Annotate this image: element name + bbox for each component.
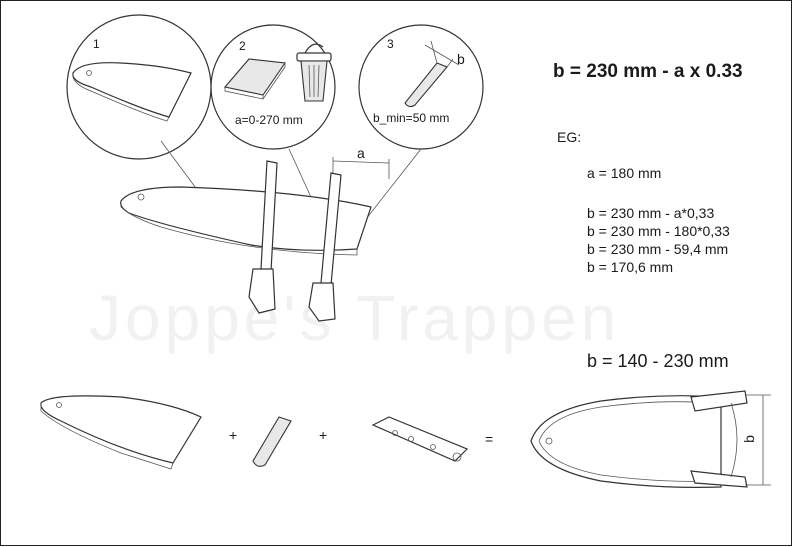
- example-heading: EG:: [557, 129, 582, 145]
- formula: b = 230 mm - a x 0.33: [553, 61, 743, 82]
- equals-sign: =: [485, 431, 494, 447]
- callout-2-number: 2: [239, 39, 246, 53]
- callout-1-number: 1: [93, 37, 100, 51]
- example-step: b = 230 mm - 180*0,33: [587, 223, 730, 239]
- dimension-a-label: a: [357, 145, 365, 161]
- assembly-tread: [40, 395, 202, 470]
- watermark: Joppe's Trappen: [89, 282, 621, 354]
- example-step: b = 170,6 mm: [587, 259, 673, 275]
- range-label: b = 140 - 230 mm: [587, 351, 729, 371]
- assembly-result: [530, 390, 771, 488]
- assembly-bracket: [371, 416, 469, 462]
- example-step: b = 230 mm - a*0,33: [587, 205, 715, 221]
- plus-sign: +: [229, 427, 238, 443]
- example-step: b = 230 mm - 59,4 mm: [587, 241, 729, 257]
- assembly-dim-b: b: [740, 435, 757, 443]
- callout-2-caption: a=0-270 mm: [235, 113, 303, 127]
- main-assembly: [120, 157, 390, 322]
- callout-3-detail: [358, 24, 484, 150]
- callout-3-number: 3: [387, 37, 394, 51]
- assembly-strip: [252, 416, 292, 467]
- example-input: a = 180 mm: [587, 165, 662, 181]
- callout-1-detail: [66, 14, 212, 160]
- callout-2-detail: [210, 24, 336, 150]
- plus-sign: +: [319, 427, 328, 443]
- callout-3-dim-b: b: [457, 51, 465, 67]
- callout-3-caption: b_min=50 mm: [373, 111, 450, 125]
